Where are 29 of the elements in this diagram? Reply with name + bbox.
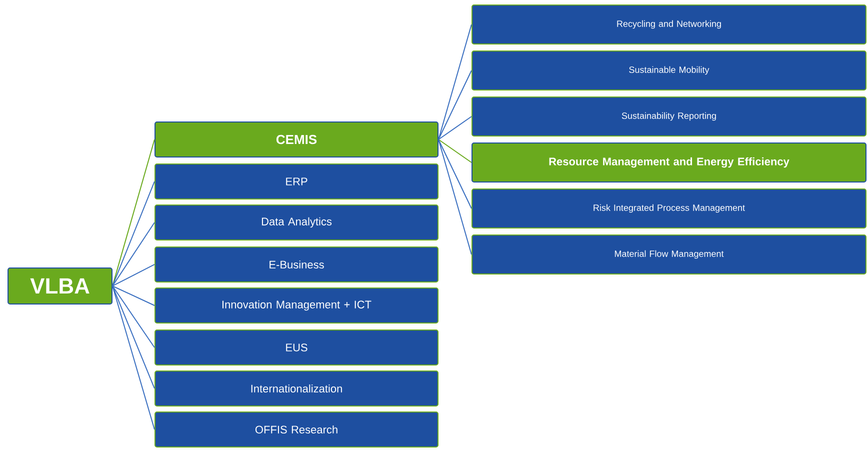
subtopic-box: Risk Integrated Process Management xyxy=(472,188,866,228)
topic-box: EUS xyxy=(154,329,438,366)
subtopic-box: Sustainable Mobility xyxy=(472,50,866,90)
topic-box: Internationalization xyxy=(154,370,438,406)
root-box: VLBA xyxy=(8,267,112,304)
connector-line xyxy=(112,222,155,286)
connector-line xyxy=(112,285,155,306)
connector-line xyxy=(112,285,155,389)
connector-line xyxy=(112,264,155,286)
subtopic-box: Sustainability Reporting xyxy=(472,96,866,136)
topic-box: OFFIS Research xyxy=(154,411,438,448)
connector-line xyxy=(438,139,472,209)
connector-line xyxy=(112,181,155,286)
connector-line xyxy=(438,139,472,255)
connector-line xyxy=(112,139,155,286)
subtopic-box: Material Flow Management xyxy=(472,234,866,274)
topic-box: E-Business xyxy=(154,246,438,282)
connector-line xyxy=(438,24,472,140)
topic-box: Innovation Management + ICT xyxy=(154,287,438,324)
connector-line xyxy=(438,116,472,140)
connector-line xyxy=(438,70,472,140)
topic-box: CEMIS xyxy=(154,122,438,158)
subtopic-box: Recycling and Networking xyxy=(472,4,866,44)
connector-line xyxy=(438,139,472,163)
connector-line xyxy=(112,285,155,430)
topic-box: ERP xyxy=(154,164,438,200)
subtopic-box: Resource Management and Energy Efficiency xyxy=(472,142,866,182)
topic-box: Data Analytics xyxy=(154,204,438,240)
connector-line xyxy=(112,285,155,348)
